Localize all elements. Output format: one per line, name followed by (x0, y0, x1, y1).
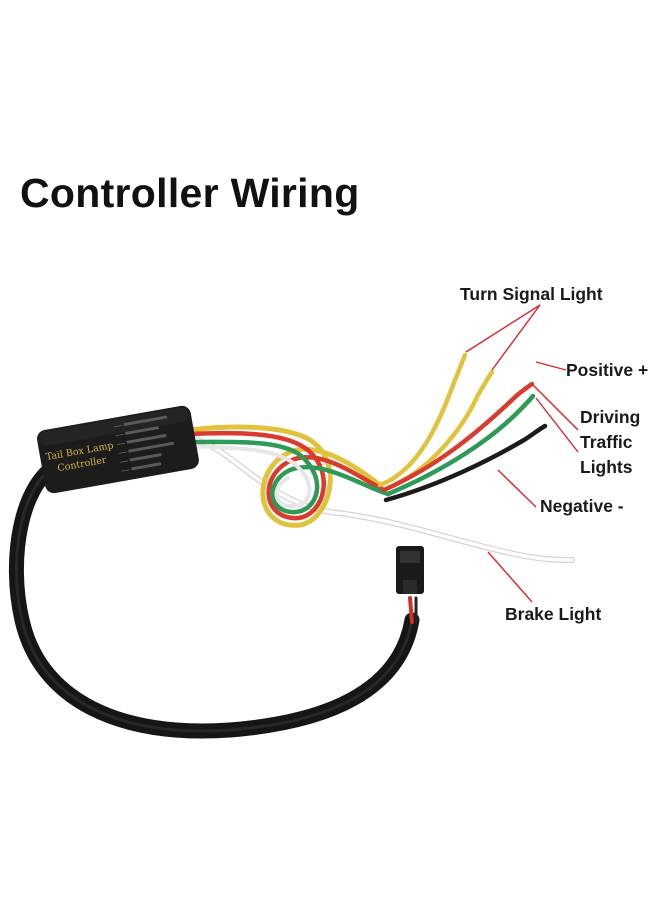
turn-signal-label: Turn Signal Light (460, 284, 603, 304)
negative-wire (383, 423, 548, 503)
output-cable (8, 454, 420, 739)
driving-leader-1 (531, 383, 579, 431)
brake-label: Brake Light (505, 604, 601, 624)
turn-signal-leader-2 (491, 304, 541, 371)
turn-signal-wire-1 (377, 352, 468, 488)
brake-leader (487, 551, 533, 603)
driving-leader-2 (535, 397, 579, 453)
positive-wire (381, 381, 535, 493)
driving-label-line2: Traffic (580, 432, 633, 452)
driving-label-line1: Driving (580, 407, 640, 427)
controller-box: Tail Box Lamp Controller (37, 405, 199, 494)
driving-wire (385, 393, 536, 497)
brake-wire (187, 435, 575, 563)
wire-bundle (187, 352, 575, 563)
negative-label: Negative - (540, 496, 624, 516)
driving-label-line3: Lights (580, 457, 633, 477)
positive-leader (535, 361, 567, 371)
negative-leader (497, 469, 537, 508)
connector-plug (396, 546, 424, 594)
turn-signal-leader-1 (465, 304, 541, 353)
leader-lines (465, 304, 579, 603)
positive-label: Positive + (566, 360, 648, 380)
diagram-title: Controller Wiring (20, 170, 360, 216)
pin-legend (113, 415, 174, 472)
